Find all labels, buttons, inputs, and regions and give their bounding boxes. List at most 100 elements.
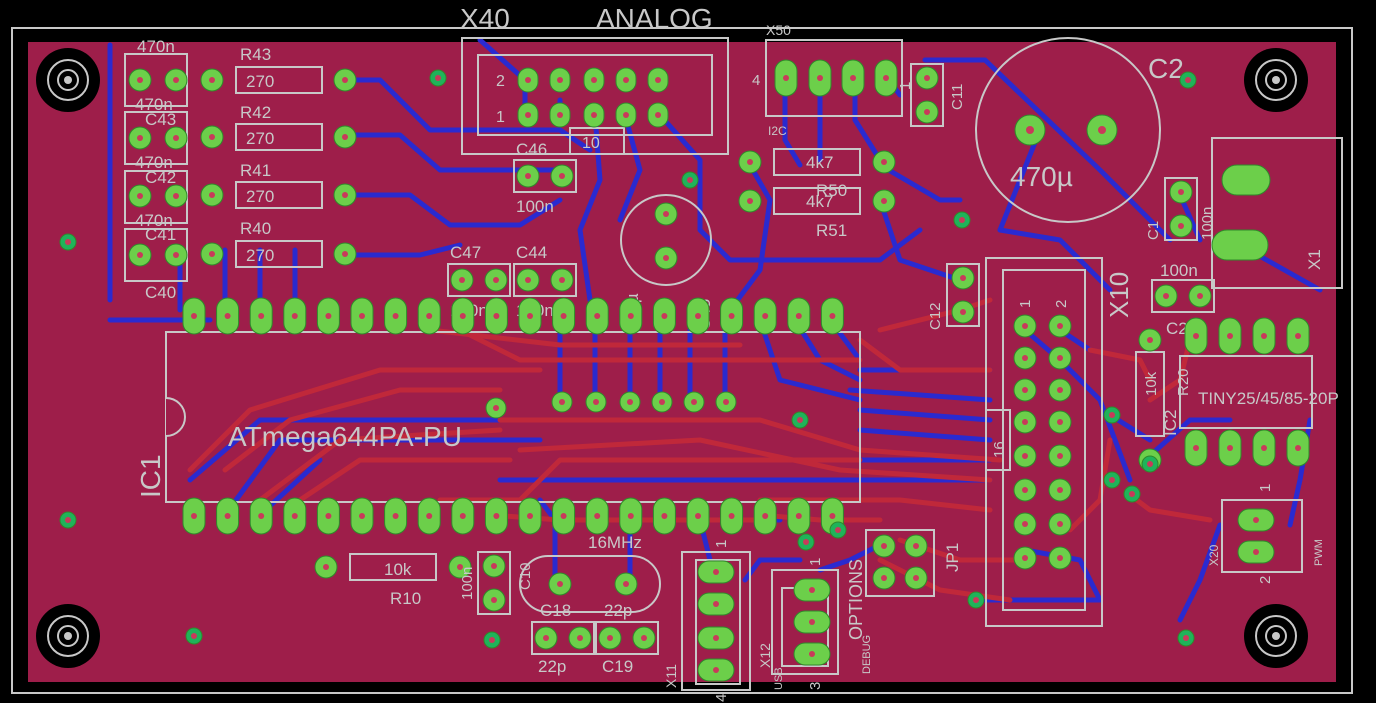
x10-pin16-label: 16 <box>991 441 1008 458</box>
c11-designator: C11 <box>949 84 966 110</box>
ic1-pin <box>820 297 844 335</box>
x50-pads <box>774 59 898 97</box>
x40-row2-label: 2 <box>496 73 505 90</box>
r40-value: 270 <box>246 246 274 265</box>
capacitor-c46 <box>513 159 577 193</box>
c10-value: 100n <box>459 567 476 600</box>
c46-designator: C46 <box>516 140 547 159</box>
ic1-package <box>165 331 861 503</box>
board-outline <box>11 27 1353 694</box>
x50-pin4-label: 4 <box>752 72 760 89</box>
options-designator: OPTIONS <box>846 559 866 640</box>
x40-pads <box>517 67 669 128</box>
resistor-r43 <box>200 66 357 94</box>
capacitor-c44 <box>513 263 577 297</box>
ic1-pin <box>552 297 576 335</box>
crystal-16mhz <box>519 555 661 613</box>
c1-designator: C1 <box>1145 221 1162 240</box>
capacitor-c18 <box>531 621 595 655</box>
c46-value: 100n <box>516 197 554 216</box>
jumper-jp1 <box>865 529 935 597</box>
ic2-designator: IC2 <box>1161 410 1180 436</box>
ic1-pin <box>753 297 777 335</box>
x40-pin10-label: 10 <box>582 135 600 152</box>
c44-designator: C44 <box>516 243 547 262</box>
c42-designator: C42 <box>145 168 176 187</box>
resistor-r50 <box>738 148 896 176</box>
ic1-pin <box>720 497 744 535</box>
ic1-pin <box>585 297 609 335</box>
ic1-pin <box>216 497 240 535</box>
r42-value: 270 <box>246 129 274 148</box>
ic1-pin <box>249 297 273 335</box>
capacitor-c20 <box>1151 279 1215 313</box>
r42-designator: R42 <box>240 103 271 122</box>
r43-designator: R43 <box>240 45 271 64</box>
ic1-pin <box>619 497 643 535</box>
options-pin1-label: 1 <box>807 558 824 566</box>
ic1-inner-pads <box>485 391 737 419</box>
connector-x1 <box>1211 137 1343 289</box>
r50-value: 4k7 <box>806 153 833 172</box>
r51-designator: R51 <box>816 221 847 240</box>
ic1-pin <box>753 497 777 535</box>
ic2-value: TINY25/45/85-20P <box>1198 389 1339 408</box>
c19-value: 22p <box>604 601 632 620</box>
bottom-layer-traces <box>107 37 1323 623</box>
r10-value: 10k <box>384 560 412 579</box>
x20-sublabel: PWM <box>1313 539 1325 566</box>
x50-designator: X50 <box>766 22 791 38</box>
capacitor-c1 <box>1164 177 1198 241</box>
connector-x50 <box>765 39 903 117</box>
resistor-r40 <box>200 240 357 268</box>
ic1-pin <box>417 497 441 535</box>
resistor-r42 <box>200 123 357 151</box>
c47-designator: C47 <box>450 243 481 262</box>
x11-pin1-label: 1 <box>713 540 730 548</box>
c42-value: 470n <box>135 95 173 114</box>
c40-designator: C40 <box>145 283 176 302</box>
c2-value: 470µ <box>1010 161 1073 192</box>
ic1-top-pins <box>182 297 844 335</box>
ic1-pin <box>350 297 374 335</box>
capacitor-c11 <box>910 63 944 127</box>
ic1-pin <box>585 497 609 535</box>
capacitor-c10 <box>477 551 511 615</box>
options-pin3-label: 3 <box>807 682 824 690</box>
x10-pin2-label: 2 <box>1053 300 1070 308</box>
c12-designator: C12 <box>927 302 944 330</box>
connector-x20 <box>1221 499 1303 573</box>
r41-value: 270 <box>246 187 274 206</box>
ic1-designator: IC1 <box>135 454 166 498</box>
c1-value: 100n <box>1199 207 1216 240</box>
x20-pin1-label: 1 <box>1257 484 1274 492</box>
r50-designator: R50 <box>816 181 847 200</box>
ic1-pin <box>787 497 811 535</box>
capacitor-c47 <box>447 263 511 297</box>
c43-value: 470n <box>137 37 175 56</box>
capacitor-c19 <box>595 621 659 655</box>
x11-designator: X11 <box>663 664 679 688</box>
ic1-pin <box>518 497 542 535</box>
i2c-label: I2C <box>768 124 787 138</box>
resistor-r51 <box>738 187 896 215</box>
ic1-pin <box>350 497 374 535</box>
ic1-pin <box>652 497 676 535</box>
ic1-pin <box>283 497 307 535</box>
c10-designator: C10 <box>517 562 534 590</box>
options-sublabel: DEBUG <box>861 635 873 674</box>
ic1-pin <box>316 297 340 335</box>
connector-x40 <box>461 37 729 155</box>
ic1-pin <box>384 297 408 335</box>
c18-designator: C18 <box>540 601 571 620</box>
x10-designator: X10 <box>1104 272 1134 318</box>
vias <box>59 69 1197 649</box>
ic1-pin <box>182 497 206 535</box>
resistor-r10 <box>314 553 472 581</box>
x10-pads <box>1013 314 1072 570</box>
c41-value: 470n <box>135 153 173 172</box>
c41-designator: C41 <box>145 225 176 244</box>
r40-designator: R40 <box>240 219 271 238</box>
capacitor-c2 <box>975 37 1161 223</box>
